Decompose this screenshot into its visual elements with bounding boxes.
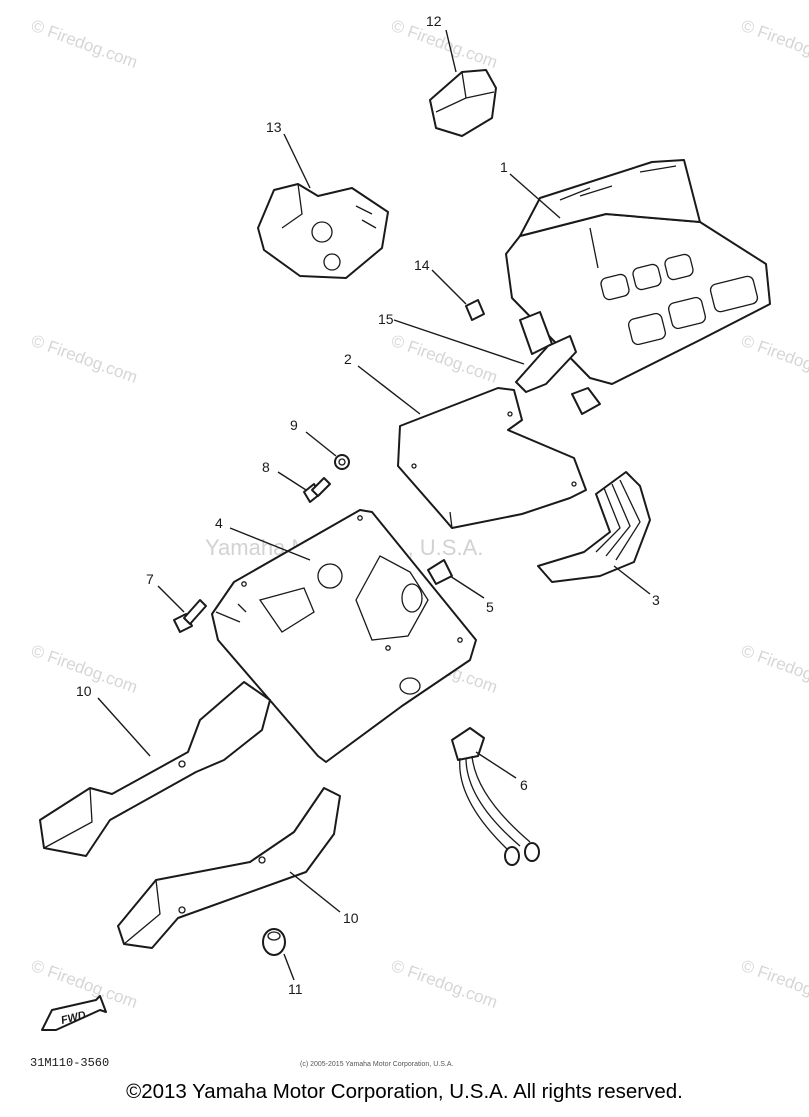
watermark: © Firedog.com xyxy=(389,331,500,387)
callout-7: 7 xyxy=(146,571,154,587)
callout-10-lower: 10 xyxy=(343,910,359,926)
watermark: © Firedog.com xyxy=(29,331,140,387)
part-15 xyxy=(515,335,577,393)
part-3 xyxy=(537,471,651,583)
callout-15: 15 xyxy=(378,311,394,327)
copyright-notice: ©2013 Yamaha Motor Corporation, U.S.A. A… xyxy=(126,1080,683,1103)
watermark: © Firedog.com xyxy=(739,956,809,1012)
watermark: © Firedog.com xyxy=(389,956,500,1012)
part-4 xyxy=(211,509,477,763)
watermark: © Firedog.com xyxy=(739,16,809,72)
callout-14: 14 xyxy=(414,257,430,273)
part-2 xyxy=(397,387,587,529)
callout-4: 4 xyxy=(215,515,223,531)
part-12 xyxy=(429,69,497,137)
part-7 xyxy=(173,599,207,633)
callout-6: 6 xyxy=(520,777,528,793)
forward-label: FWD xyxy=(60,1009,87,1027)
callout-11: 11 xyxy=(288,981,303,997)
leader-lines xyxy=(97,29,651,981)
watermark: © Firedog.com xyxy=(739,641,809,697)
callout-13: 13 xyxy=(266,119,282,135)
watermark: © Firedog.com xyxy=(29,16,140,72)
callout-3: 3 xyxy=(652,592,660,608)
part-6 xyxy=(451,727,540,866)
part-10-upper xyxy=(39,681,271,857)
watermark-layer: © Firedog.com © Firedog.com © Firedog.co… xyxy=(29,16,809,1012)
callout-8: 8 xyxy=(262,459,270,475)
callout-12: 12 xyxy=(426,13,442,29)
diagram-code: 31M110-3560 xyxy=(30,1056,109,1070)
exploded-parts-diagram: © Firedog.com © Firedog.com © Firedog.co… xyxy=(29,13,809,1070)
callout-1: 1 xyxy=(500,159,508,175)
callout-10-upper: 10 xyxy=(76,683,92,699)
part-9 xyxy=(334,454,350,470)
callout-5: 5 xyxy=(486,599,494,615)
part-14 xyxy=(465,299,485,321)
part-10-lower xyxy=(117,787,341,949)
part-13 xyxy=(257,183,389,279)
watermark: © Firedog.com xyxy=(389,16,500,72)
callout-9: 9 xyxy=(290,417,298,433)
part-11 xyxy=(262,928,286,956)
small-copyright: (c) 2005-2015 Yamaha Motor Corporation, … xyxy=(300,1061,453,1068)
part-8 xyxy=(303,477,331,503)
forward-arrow: FWD xyxy=(41,995,107,1031)
callout-numbers: 1 2 3 4 5 6 7 8 9 10 10 11 12 13 14 15 xyxy=(76,13,660,997)
watermark: © Firedog.com xyxy=(739,331,809,387)
part-5 xyxy=(427,559,453,585)
callout-2: 2 xyxy=(344,351,352,367)
